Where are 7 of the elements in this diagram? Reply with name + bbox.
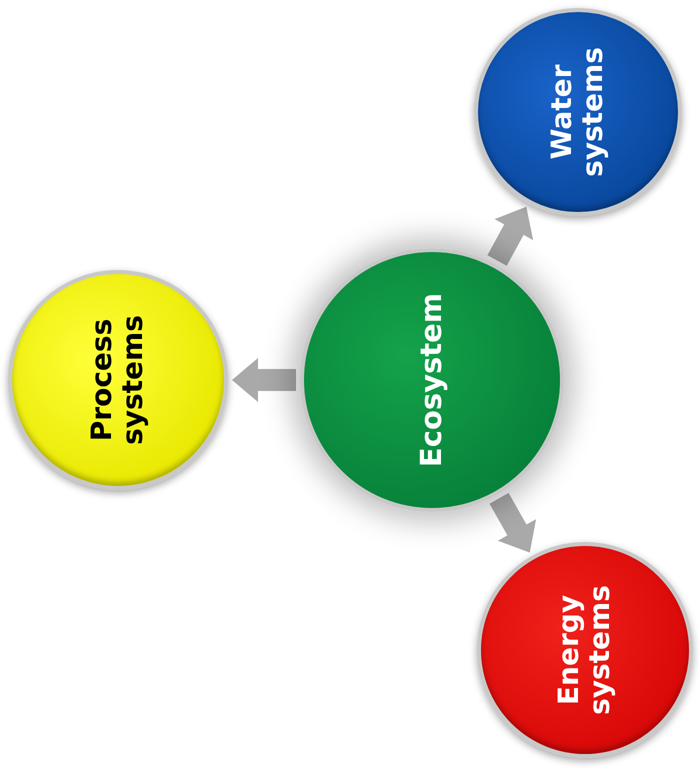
node-label: Energy systems [554, 584, 616, 717]
node-label: Process systems [87, 314, 149, 447]
block-arrow [232, 358, 296, 402]
node-label: Water systems [547, 46, 609, 179]
block-arrow [490, 492, 536, 553]
block-arrow [487, 206, 534, 266]
node-label: Ecosystem [416, 292, 448, 470]
